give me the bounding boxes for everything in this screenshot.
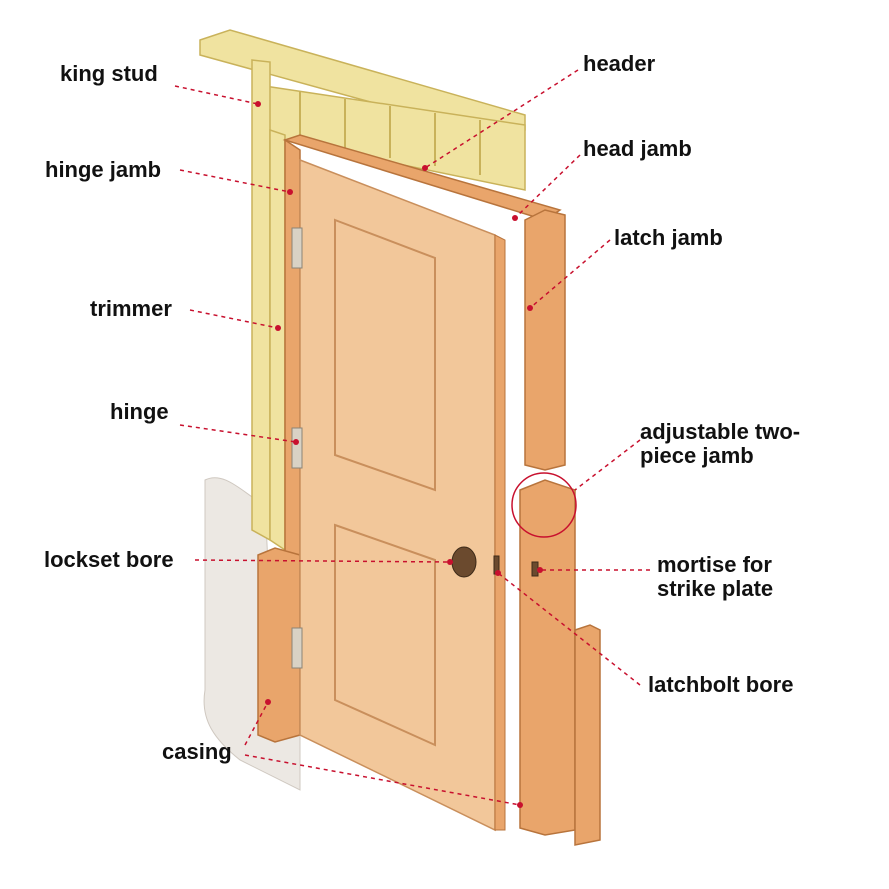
door-lower-panel: [334, 523, 436, 747]
hinge-top: [291, 227, 303, 269]
casing-right: [574, 624, 601, 846]
label-head-jamb: head jamb: [583, 136, 692, 161]
label-latch-jamb: latch jamb: [614, 225, 723, 250]
label-adjustable-line2: piece jamb: [640, 443, 754, 468]
hinge-middle: [291, 427, 303, 469]
adjustable-jamb-callout-circle: [511, 472, 577, 538]
leader-dots: [255, 101, 543, 808]
door-edge: [494, 234, 506, 831]
header-blocks: [299, 92, 481, 175]
door-slab: [299, 158, 496, 832]
label-casing: casing: [162, 739, 232, 764]
label-mortise-for-strike-plate: mortise for strike plate: [657, 553, 857, 601]
trimmer-stud: [269, 128, 286, 552]
door-upper-panel: [334, 218, 436, 492]
strike-mortise: [531, 561, 539, 577]
label-lockset-bore: lockset bore: [44, 547, 174, 572]
hinge-bottom: [291, 627, 303, 669]
label-mortise-line1: mortise for: [657, 552, 772, 577]
latch-jamb-board: [524, 209, 566, 471]
leader-lines: [174, 69, 650, 806]
label-adjustable-line1: adjustable two-: [640, 419, 801, 444]
head-jamb-board: [282, 134, 562, 221]
label-adjustable-two-piece-jamb: adjustable two- piece jamb: [640, 420, 880, 468]
label-latchbolt-bore: latchbolt bore: [648, 672, 794, 697]
label-hinge-jamb: hinge jamb: [45, 157, 162, 182]
label-hinge: hinge: [110, 399, 169, 424]
label-header: header: [583, 51, 656, 76]
label-mortise-line2: strike plate: [657, 576, 774, 601]
lockset-bore-hole: [451, 546, 477, 578]
label-king-stud: king stud: [60, 61, 158, 86]
king-stud: [251, 59, 271, 542]
label-trimmer: trimmer: [90, 296, 172, 321]
